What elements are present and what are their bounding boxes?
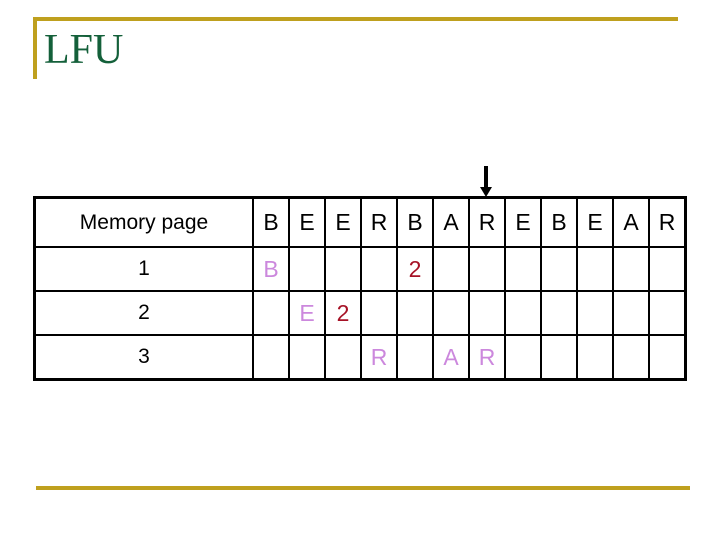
frame-3-slot-8 — [540, 334, 578, 380]
frame-2-slot-5 — [432, 290, 470, 336]
frame-1-slot-0: B — [252, 246, 290, 292]
frame-1-slot-5 — [432, 246, 470, 292]
frame-label-3: 3 — [34, 334, 254, 380]
reference-cell-7: E — [504, 197, 542, 248]
frame-2-slot-8 — [540, 290, 578, 336]
reference-cell-5: A — [432, 197, 470, 248]
memory-page-header: Memory page — [34, 197, 254, 248]
table-header-row: Memory page B E E R B A R E B E A R — [34, 197, 686, 248]
frame-3-slot-2 — [324, 334, 362, 380]
reference-cell-10: A — [612, 197, 650, 248]
title-left-rule — [33, 17, 37, 79]
frame-1-slot-11 — [648, 246, 686, 292]
frame-3-slot-11 — [648, 334, 686, 380]
title-top-rule — [33, 17, 678, 21]
reference-cell-1: E — [288, 197, 326, 248]
table-body: Memory page B E E R B A R E B E A R 1 B … — [34, 197, 686, 380]
frame-1-slot-9 — [576, 246, 614, 292]
frame-3-slot-10 — [612, 334, 650, 380]
table-row: 3 R A R — [34, 334, 686, 380]
frame-1-slot-7 — [504, 246, 542, 292]
frame-2-slot-1: E — [288, 290, 326, 336]
frame-3-slot-6: R — [468, 334, 506, 380]
reference-cell-11: R — [648, 197, 686, 248]
frame-label-1: 1 — [34, 246, 254, 292]
frame-3-slot-1 — [288, 334, 326, 380]
frame-2-slot-2: 2 — [324, 290, 362, 336]
frame-3-slot-3: R — [360, 334, 398, 380]
frame-1-slot-3 — [360, 246, 398, 292]
slide-bottom-rule — [36, 486, 690, 490]
lfu-trace-table: Memory page B E E R B A R E B E A R 1 B … — [33, 196, 687, 381]
frame-3-slot-5: A — [432, 334, 470, 380]
reference-cell-3: R — [360, 197, 398, 248]
frame-3-slot-0 — [252, 334, 290, 380]
frame-3-slot-7 — [504, 334, 542, 380]
frame-3-slot-4 — [396, 334, 434, 380]
reference-cell-4: B — [396, 197, 434, 248]
frame-2-slot-10 — [612, 290, 650, 336]
frame-1-slot-4: 2 — [396, 246, 434, 292]
page-title: LFU — [44, 27, 124, 73]
frame-1-slot-8 — [540, 246, 578, 292]
table-row: 1 B 2 — [34, 246, 686, 292]
frame-2-slot-7 — [504, 290, 542, 336]
frame-2-slot-4 — [396, 290, 434, 336]
reference-cell-8: B — [540, 197, 578, 248]
down-arrow-icon — [479, 166, 493, 198]
reference-cell-2: E — [324, 197, 362, 248]
frame-1-slot-2 — [324, 246, 362, 292]
frame-1-slot-6 — [468, 246, 506, 292]
reference-cell-0: B — [252, 197, 290, 248]
frame-2-slot-6 — [468, 290, 506, 336]
reference-cell-9: E — [576, 197, 614, 248]
frame-1-slot-10 — [612, 246, 650, 292]
frame-1-slot-1 — [288, 246, 326, 292]
frame-3-slot-9 — [576, 334, 614, 380]
frame-2-slot-3 — [360, 290, 398, 336]
reference-cell-6: R — [468, 197, 506, 248]
frame-2-slot-11 — [648, 290, 686, 336]
frame-label-2: 2 — [34, 290, 254, 336]
frame-2-slot-9 — [576, 290, 614, 336]
frame-2-slot-0 — [252, 290, 290, 336]
table-row: 2 E 2 — [34, 290, 686, 336]
